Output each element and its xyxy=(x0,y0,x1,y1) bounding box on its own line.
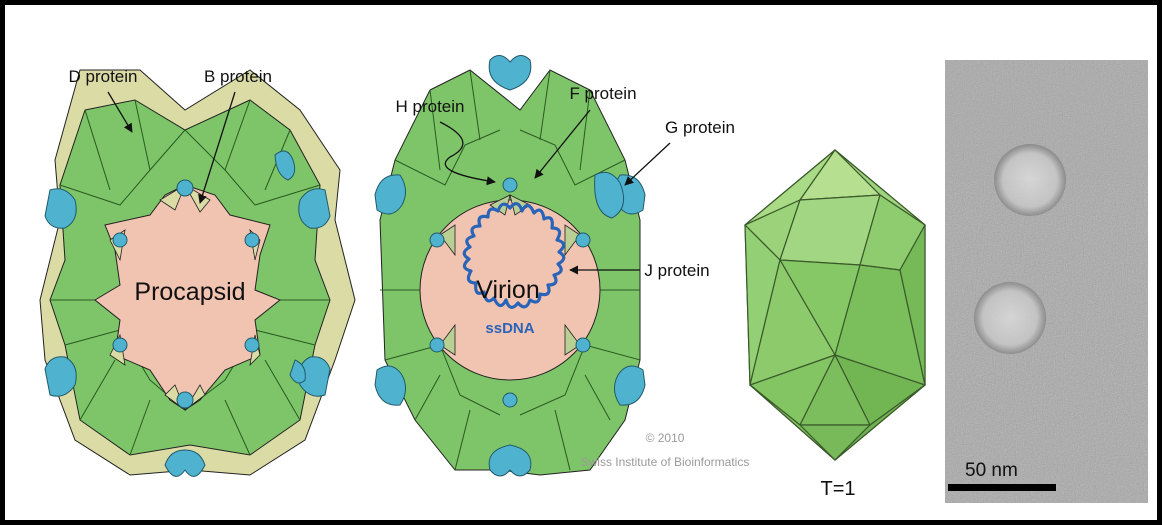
electron-micrograph: 50 nm xyxy=(945,60,1148,503)
procapsid-label: Procapsid xyxy=(134,278,245,306)
ssdna-label: ssDNA xyxy=(485,320,534,337)
g-protein-label: G protein xyxy=(665,118,735,137)
scale-bar xyxy=(948,484,1056,491)
virion-label: Virion xyxy=(476,276,539,304)
j-protein-label: J protein xyxy=(644,261,709,280)
triangulation-label: T=1 xyxy=(820,478,855,500)
scale-bar-label: 50 nm xyxy=(965,460,1018,481)
copyright-year: © 2010 xyxy=(646,431,685,445)
d-protein-label: D protein xyxy=(69,67,138,86)
copyright-org: Swiss Institute of Bioinformatics xyxy=(581,455,750,469)
b-protein-label: B protein xyxy=(204,67,272,86)
procapsid-diagram: Procapsid D protein B protein xyxy=(40,67,355,476)
f-protein-label: F protein xyxy=(569,84,636,103)
h-protein-label: H protein xyxy=(396,97,465,116)
